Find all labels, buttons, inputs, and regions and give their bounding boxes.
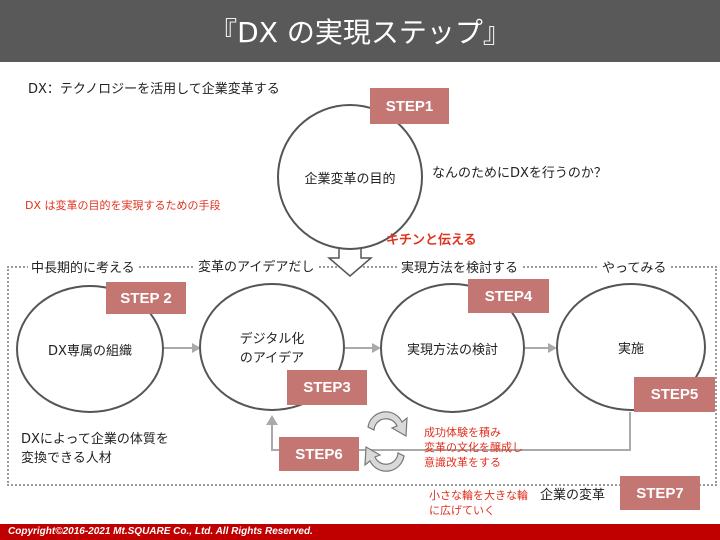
cycle-line1: 成功体験を積み <box>424 426 501 439</box>
talent-note: DXによって企業の体質を 変換できる人材 <box>21 430 169 468</box>
idea-circle: デジタル化のアイデア <box>199 283 345 411</box>
title-bar: 『DX の実現ステップ』 <box>0 0 720 62</box>
arrowhead-org-idea <box>192 343 201 353</box>
method-label: 実現方法の検討 <box>406 342 498 358</box>
step4-label: STEP4 <box>484 287 533 305</box>
step2-label: STEP 2 <box>120 289 172 307</box>
talent-line2: 変換できる人材 <box>21 451 112 466</box>
communicate-note: キチンと伝える <box>386 233 477 248</box>
step7-badge: STEP7 <box>620 476 700 510</box>
feedback-loop-line <box>271 412 631 451</box>
dx-definition: DX：テクノロジーを活用して企業変革する <box>28 82 280 97</box>
arrowhead-method-exec <box>548 343 557 353</box>
phase-label-ideas: 変革のアイデアだし <box>195 256 318 275</box>
cycle-note: 成功体験を積み 変革の文化を醸成し 意識改革をする <box>424 425 523 470</box>
step2-badge: STEP 2 <box>106 282 186 314</box>
step4-badge: STEP4 <box>468 279 549 313</box>
org-circle: DX専属の組織 <box>16 285 164 413</box>
final-line2: に広げていく <box>429 504 495 517</box>
method-circle: 実現方法の検討 <box>380 283 525 413</box>
step1-label: STEP1 <box>385 97 434 115</box>
phase-label-try: やってみる <box>599 257 670 276</box>
final-note: 小さな輪を大きな輪 に広げていく <box>429 488 532 518</box>
step6-badge: STEP6 <box>279 437 359 471</box>
idea-label-line1: デジタル化 <box>239 332 305 347</box>
purpose-circle: 企業変革の目的 <box>277 104 423 250</box>
final-label: 企業の変革 <box>540 488 606 503</box>
means-note: DX は変革の目的を実現するための手段 <box>25 199 221 212</box>
step1-badge: STEP1 <box>370 88 449 124</box>
process-frame <box>7 266 717 486</box>
purpose-label: 企業変革の目的 <box>304 171 396 187</box>
arrowhead-idea-method <box>372 343 381 353</box>
copyright-text: Copyright©2016-2021 Mt.SQUARE Co., Ltd. … <box>8 526 313 537</box>
idea-label-line2: のアイデア <box>239 351 305 366</box>
step3-label: STEP3 <box>303 379 351 396</box>
cycle-line3: 意識改革をする <box>424 456 501 469</box>
step3-badge: STEP3 <box>287 370 367 405</box>
step5-badge: STEP5 <box>634 377 715 412</box>
talent-line1: DXによって企業の体質を <box>21 432 169 447</box>
final-line1: 小さな輪を大きな輪 <box>429 489 528 502</box>
step6-label: STEP6 <box>295 445 343 463</box>
page-title: 『DX の実現ステップ』 <box>209 16 511 49</box>
cycle-icon <box>364 411 408 472</box>
purpose-question: なんのためにDXを行うのか？ <box>432 166 607 181</box>
step5-label: STEP5 <box>650 386 699 403</box>
phase-label-longterm: 中長期的に考える <box>28 257 138 276</box>
step7-label: STEP7 <box>636 484 684 502</box>
phase-label-method: 実現方法を検討する <box>398 257 522 276</box>
org-label: DX専属の組織 <box>48 343 132 359</box>
footer-bar: Copyright©2016-2021 Mt.SQUARE Co., Ltd. … <box>0 524 720 540</box>
feedback-loop-arrowhead <box>266 415 278 425</box>
idea-label: デジタル化のアイデア <box>240 328 305 366</box>
cycle-line2: 変革の文化を醸成し <box>424 441 523 454</box>
exec-label: 実施 <box>617 341 644 357</box>
